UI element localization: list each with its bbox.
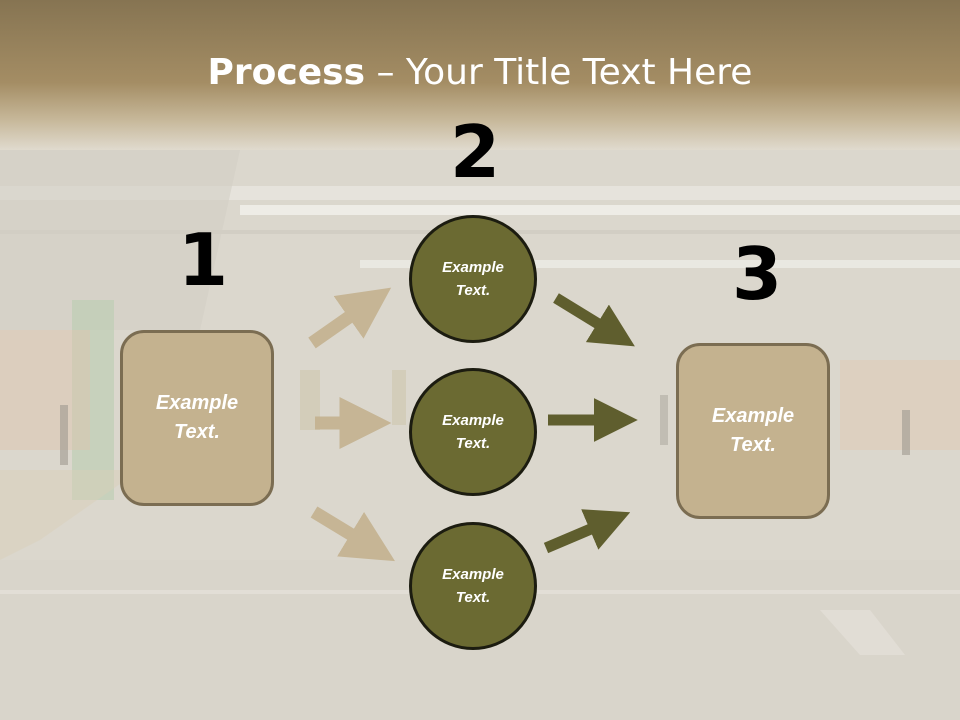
circle-middle: Example Text. [409,368,537,496]
step-number-3: 3 [732,232,783,316]
circle-bottom-text: Example Text. [442,566,504,606]
step-box-1: Example Text. [120,330,274,506]
title-band [0,0,960,150]
arrow-circle-bottom-to-box3 [543,509,631,554]
circle-middle-text: Example Text. [442,412,504,452]
step-number-2: 2 [450,110,501,194]
step-number-1: 1 [178,218,229,302]
arrow-box1-to-circle-top [308,287,392,349]
arrow-box1-to-circle-bottom [310,506,396,562]
slide-title: Process – Your Title Text Here [0,52,960,93]
circle-bottom: Example Text. [409,522,537,650]
title-rest: – Your Title Text Here [365,52,753,93]
circle-top-text: Example Text. [442,259,504,299]
step-box-3-text: Example Text. [711,405,795,456]
title-bold: Process [207,52,366,93]
step-box-3: Example Text. [676,343,830,519]
step-box-1-text: Example Text. [155,392,239,443]
circle-top: Example Text. [409,215,537,343]
arrow-circle-top-to-box3 [553,293,635,347]
